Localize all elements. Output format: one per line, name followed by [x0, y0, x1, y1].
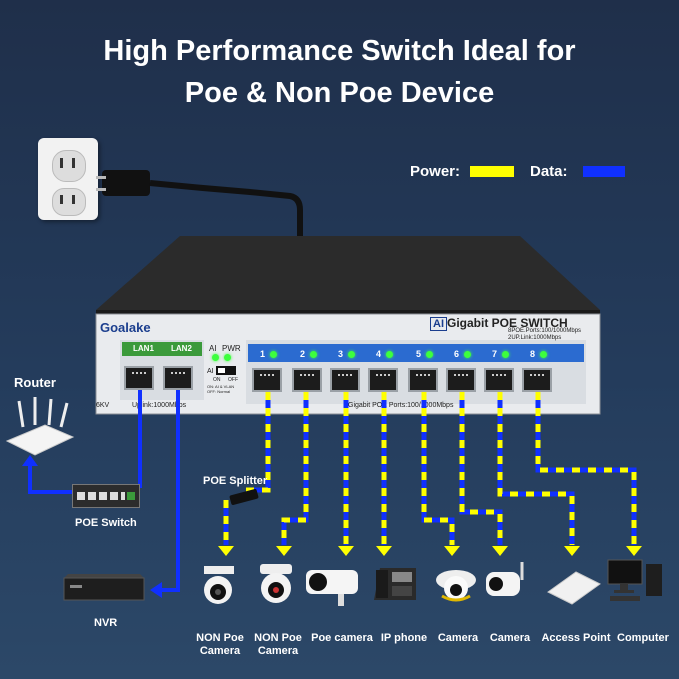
legend-data-label: Data:: [530, 163, 568, 180]
nvr-icon: [63, 574, 145, 601]
device-label-3: Poe camera: [302, 632, 382, 645]
port-number-6: 6: [454, 349, 460, 359]
ai-badge: AI: [430, 317, 447, 331]
poe-port-2[interactable]: [292, 368, 322, 392]
device-label-line1: NON Poe: [254, 632, 302, 644]
arrow-8: [626, 546, 642, 556]
device-label-line2: Camera: [199, 645, 241, 657]
wifi-camera-icon: [486, 562, 524, 596]
port-number-5: 5: [416, 349, 422, 359]
nvr-label: NVR: [94, 617, 118, 629]
legend-power-swatch: [470, 166, 514, 177]
model-name: Gigabit POE SWITCH: [447, 316, 568, 330]
pwr-led: [224, 354, 231, 361]
ai-led: [212, 354, 219, 361]
lan2-label: LAN2: [171, 344, 192, 353]
device-label-line1: NON Poe: [196, 632, 244, 644]
mode-note-1: ON: AI & VLAN: [207, 384, 235, 389]
device-label-6: Camera: [470, 632, 550, 645]
device-label-line1: Access Point: [541, 632, 611, 644]
pwr-led-label: PWR: [222, 344, 241, 353]
computer-icon: [607, 559, 662, 601]
ports-label: Gigabit POE Ports:100/1000Mbps: [348, 402, 454, 409]
wall-socket-icon: [38, 138, 98, 220]
device-label-line1: Camera: [489, 632, 531, 644]
ai-toggle[interactable]: [216, 366, 236, 375]
device-label-8: Computer: [603, 632, 679, 645]
brand-logo: Goalake: [100, 320, 151, 335]
off-label: OFF: [228, 377, 238, 383]
device-label-line1: Poe camera: [311, 632, 373, 644]
port-number-7: 7: [492, 349, 498, 359]
device-label-line1: Computer: [617, 632, 669, 644]
device-label-line2: Camera: [257, 645, 299, 657]
access-point-icon: [547, 571, 601, 605]
router-label: Router: [14, 375, 56, 390]
poe-port-3[interactable]: [330, 368, 360, 392]
uplink-label: Uplink:1000Mbps: [132, 402, 187, 409]
port-number-4: 4: [376, 349, 382, 359]
ai-switch-label: AI: [207, 368, 214, 375]
port-led-7: [502, 351, 509, 358]
device-label-7: Access Point: [536, 632, 616, 645]
poe-port-5[interactable]: [408, 368, 438, 392]
poe-camera-icon: [306, 570, 358, 606]
arrow-2: [276, 546, 292, 556]
poe-port-6[interactable]: [446, 368, 476, 392]
legend-power-label: Power:: [410, 163, 461, 180]
port-led-1: [270, 351, 277, 358]
device-label-4: IP phone: [364, 632, 444, 645]
arrow-5: [444, 546, 460, 556]
protection-label: 6KV: [96, 402, 110, 409]
device-label-line1: Camera: [437, 632, 479, 644]
device-label-5: Camera: [418, 632, 498, 645]
port-led-6: [464, 351, 471, 358]
dome-camera-icon-2: [436, 570, 476, 602]
arrow-3: [338, 546, 354, 556]
arrow-1: [218, 546, 234, 556]
dome-camera-icon-1: [260, 564, 292, 603]
port-led-8: [540, 351, 547, 358]
ip-phone-icon: [374, 568, 416, 600]
poe-switch-icon: [72, 484, 140, 508]
poe-port-8[interactable]: [522, 368, 552, 392]
poe-port-7[interactable]: [484, 368, 514, 392]
arrow-4: [376, 546, 392, 556]
on-label: ON: [213, 377, 221, 383]
legend-data-swatch: [583, 166, 625, 177]
lan1-port[interactable]: [124, 366, 154, 390]
title-line-2: Poe & Non Poe Device: [184, 77, 495, 109]
port-led-4: [386, 351, 393, 358]
port-led-2: [310, 351, 317, 358]
ai-led-label: AI: [209, 344, 217, 353]
bullet-camera-icon-1: [204, 566, 234, 604]
port-number-1: 1: [260, 349, 266, 359]
lan1-label: LAN1: [133, 344, 154, 353]
title-line-1: High Performance Switch Ideal for: [103, 35, 576, 67]
arrow-7: [564, 546, 580, 556]
lan2-port[interactable]: [163, 366, 193, 390]
device-label-line1: IP phone: [380, 632, 428, 644]
mode-note-2: OFF: Normal: [207, 389, 231, 394]
poe-splitter-label: POE Splitter: [203, 475, 268, 487]
port-number-3: 3: [338, 349, 344, 359]
port-number-8: 8: [530, 349, 536, 359]
poe-switch-label: POE Switch: [75, 517, 137, 529]
arrow-6: [492, 546, 508, 556]
port-number-2: 2: [300, 349, 306, 359]
router-icon: [5, 397, 75, 456]
port-led-3: [348, 351, 355, 358]
spec-line-2: 2UP.Link:1000Mbps: [508, 335, 562, 341]
poe-port-4[interactable]: [368, 368, 398, 392]
port-led-5: [426, 351, 433, 358]
poe-port-1[interactable]: [252, 368, 282, 392]
spec-line-1: 8POE.Ports:100/1000Mbps: [508, 328, 582, 334]
